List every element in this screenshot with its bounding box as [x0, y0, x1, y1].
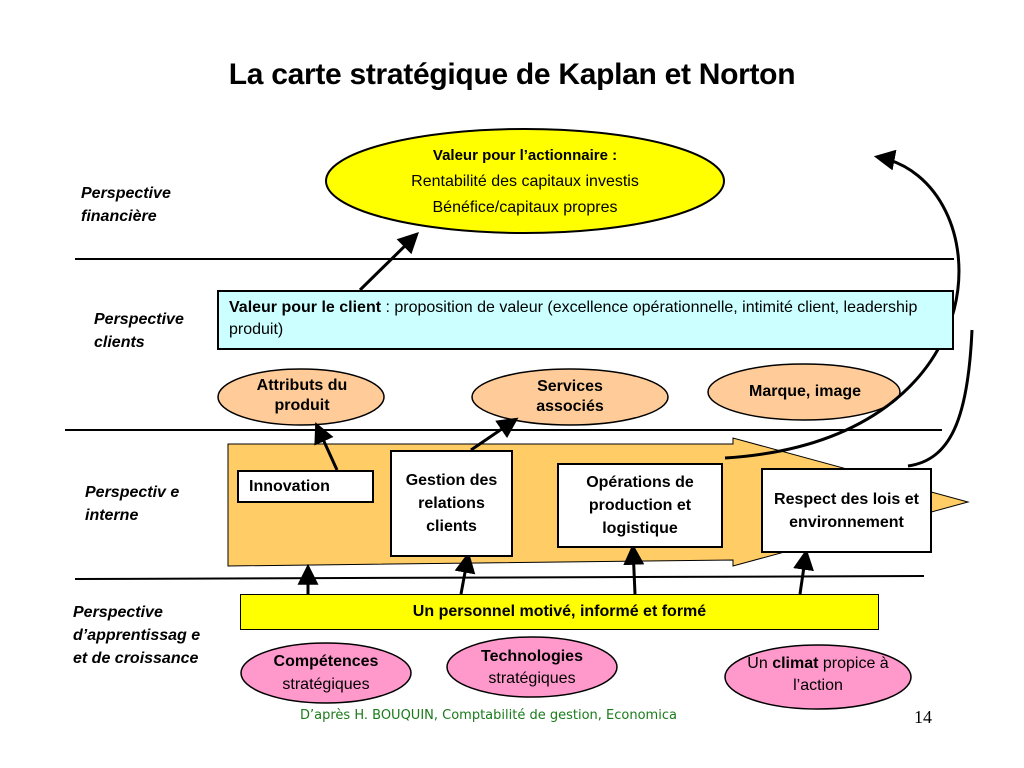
page-title: La carte stratégique de Kaplan et Norton [228, 58, 796, 91]
technologies-bold: Technologies [481, 648, 583, 665]
financial-value-text: Valeur pour l’actionnaire : Rentabilité … [336, 132, 714, 232]
arrow-personnel-to-respect [793, 548, 814, 595]
arrow-innovation-to-attributs [314, 422, 339, 471]
climat-pre: Un [747, 655, 773, 672]
climat-post: propice à l’action [793, 655, 889, 694]
attributs-text: Attributs du produit [256, 377, 348, 414]
respect-box: Respect des lois et environnement [761, 468, 932, 553]
perspective-clients-label: Perspective clients [94, 311, 184, 351]
financial-value-ellipse [325, 128, 725, 234]
technologies-text: Technologies stratégiques [456, 644, 608, 692]
curved-arrow-to-financial [724, 149, 961, 460]
perspective-financiere-label: Perspective financière [81, 185, 171, 225]
services-ellipse [471, 368, 669, 426]
operations-box: Opérations de production et logistique [557, 463, 723, 548]
client-value-box: Valeur pour le client : proposition de v… [217, 290, 954, 350]
client-value-rest: : proposition de valeur (excellence opér… [229, 299, 918, 338]
competences-rest: stratégiques [282, 676, 370, 693]
curved-arrow-respect [907, 329, 974, 468]
services-text: Services associés [536, 378, 604, 415]
source-footer: D’après H. BOUQUIN, Comptabilité de gest… [300, 708, 677, 723]
marque-text: Marque, image [748, 383, 862, 400]
marque-ellipse [707, 363, 901, 421]
gestion-box: Gestion des relations clients [390, 450, 513, 557]
technologies-rest: stratégiques [488, 670, 576, 687]
innovation-box: Innovation [237, 470, 374, 503]
arrow-personnel-to-operations [623, 543, 645, 595]
competences-text: Compétences stratégiques [250, 648, 402, 698]
client-value-bold: Valeur pour le client [229, 299, 382, 316]
arrow-gestion-to-services [470, 417, 519, 452]
financial-heading: Valeur pour l’actionnaire : [432, 147, 618, 164]
arrow-client-to-financial [358, 232, 419, 292]
climat-ellipse [724, 644, 912, 710]
perspective-interne-label: Perspectiv e interne [85, 484, 180, 524]
financial-line-1: Rentabilité des capitaux investis [411, 173, 639, 190]
financial-line-2: Bénéfice/capitaux propres [432, 199, 618, 216]
arrow-personnel-to-gestion [454, 551, 476, 595]
climat-bold: climat [772, 655, 819, 672]
competences-ellipse [240, 642, 412, 704]
separator-line-3 [74, 575, 925, 580]
climat-text: Un climat propice à l’action [735, 651, 901, 701]
page-number: 14 [914, 707, 932, 727]
perspective-apprentissage-label: Perspective d’apprentissag e et de crois… [73, 604, 201, 667]
personnel-bar: Un personnel motivé, informé et formé [240, 594, 879, 630]
technologies-ellipse [446, 636, 618, 698]
competences-bold: Compétences [273, 653, 379, 670]
attributs-ellipse [217, 368, 385, 426]
